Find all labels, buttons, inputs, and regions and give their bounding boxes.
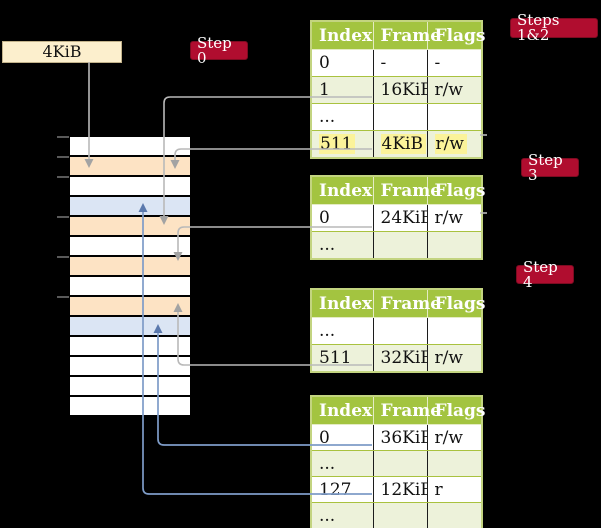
cell-flags: r/w [427, 424, 482, 451]
badge-step-0: Step 0 [190, 35, 248, 65]
col-header-frame: Frame [373, 21, 441, 50]
table-header-row: Index Frame Flags [311, 21, 486, 50]
badge-step-4: Step 4 [516, 259, 574, 289]
table-header-row: Index Frame Flags [311, 289, 486, 318]
cell-flags [427, 317, 482, 345]
memory-frame-row [70, 357, 190, 375]
cell-frame: 36KiB [373, 424, 428, 451]
memory-frame-row [70, 297, 190, 315]
cell-flags [427, 502, 482, 528]
cell-index: 0 [311, 424, 374, 451]
col-header-flags: Flags [427, 289, 486, 318]
table-header-row: Index Frame Flags [311, 176, 486, 205]
table-row-recursive-entry: 511 4KiB r/w [311, 130, 482, 158]
badge-step-3: Step 3 [521, 152, 579, 182]
memory-frame-row [70, 337, 190, 355]
col-header-flags: Flags [427, 396, 486, 425]
table-row: 0 36KiB r/w [311, 424, 482, 451]
memory-frame-row [70, 397, 190, 415]
table-row: ... [311, 317, 482, 345]
cell-index: 127 [311, 476, 374, 503]
cell-index: 1 [311, 76, 374, 104]
cell-index: 0 [311, 49, 374, 77]
physical-memory-strip [70, 137, 190, 417]
memory-frame-row [70, 137, 190, 155]
cell-frame: 16KiB [373, 76, 428, 104]
table-row: ... [311, 450, 482, 477]
cell-flags [427, 231, 482, 259]
table-row: ... [311, 103, 482, 131]
cell-index: ... [311, 231, 374, 259]
col-header-index: Index [311, 289, 374, 318]
highlighted-text: 4KiB [380, 134, 426, 154]
cell-frame [373, 103, 428, 131]
cell-index: 511 [311, 130, 374, 158]
table-header-row: Index Frame Flags [311, 396, 486, 425]
cell-flags [427, 103, 482, 131]
cell-frame: 12KiB [373, 476, 428, 503]
col-header-frame: Frame [373, 396, 441, 425]
highlighted-text: 511 [319, 134, 356, 154]
page-table-step3: Index Frame Flags 0 24KiB r/w ... [310, 175, 486, 260]
cell-index: ... [311, 450, 374, 477]
cell-index: ... [311, 103, 374, 131]
table-row: 0 24KiB r/w [311, 204, 482, 232]
memory-frame-row [70, 157, 190, 175]
cell-frame: 24KiB [373, 204, 428, 232]
col-header-frame: Frame [373, 289, 441, 318]
cell-frame [373, 502, 428, 528]
table-row: 0 - - [311, 49, 482, 77]
page-table-root: Index Frame Flags 0 - - 1 16KiB r/w ... [310, 20, 486, 159]
table-row: ... [311, 231, 482, 259]
memory-frame-row [70, 257, 190, 275]
frame-size-label: 4KiB [2, 41, 122, 63]
memory-frame-row [70, 237, 190, 255]
memory-frame-row [70, 277, 190, 295]
cell-frame: - [373, 49, 428, 77]
cell-frame: 32KiB [373, 344, 428, 372]
cell-frame [373, 450, 428, 477]
cell-flags [427, 450, 482, 477]
cell-frame [373, 231, 428, 259]
col-header-index: Index [311, 21, 374, 50]
memory-frame-row [70, 377, 190, 395]
page-table-leaf: Index Frame Flags 0 36KiB r/w ... 127 12… [310, 395, 486, 528]
cell-flags: - [427, 49, 482, 77]
table-row: 511 32KiB r/w [311, 344, 482, 372]
cell-flags: r [427, 476, 482, 503]
memory-address-ticks [57, 136, 69, 298]
cell-index: ... [311, 502, 374, 528]
cell-frame [373, 317, 428, 345]
col-header-flags: Flags [427, 21, 486, 50]
table-row: 1 16KiB r/w [311, 76, 482, 104]
memory-frame-row [70, 197, 190, 215]
badge-steps-1-2: Steps 1&2 [510, 13, 598, 43]
table-row: ... [311, 502, 482, 528]
cell-index: ... [311, 317, 374, 345]
col-header-index: Index [311, 396, 374, 425]
col-header-index: Index [311, 176, 374, 205]
table-row: 127 12KiB r [311, 476, 482, 503]
highlighted-text: r/w [434, 134, 467, 154]
cell-flags: r/w [427, 130, 482, 158]
memory-frame-row [70, 217, 190, 235]
cell-index: 511 [311, 344, 374, 372]
page-table-step4: Index Frame Flags ... 511 32KiB r/w [310, 288, 486, 373]
memory-frame-row [70, 177, 190, 195]
memory-frame-row [70, 317, 190, 335]
cell-index: 0 [311, 204, 374, 232]
col-header-flags: Flags [427, 176, 486, 205]
cell-flags: r/w [427, 76, 482, 104]
cell-flags: r/w [427, 204, 482, 232]
col-header-frame: Frame [373, 176, 441, 205]
cell-flags: r/w [427, 344, 482, 372]
cell-frame: 4KiB [373, 130, 428, 158]
